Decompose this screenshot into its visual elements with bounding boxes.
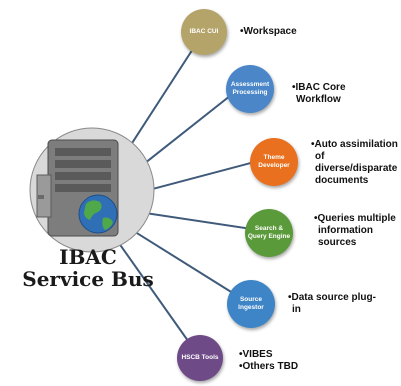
node-description: •Queries multiple information sources: [314, 213, 396, 249]
node-description: •Workspace: [240, 26, 297, 38]
hub-label-line1: IBAC: [59, 245, 117, 269]
description-line: sources: [318, 237, 357, 248]
description-line: diverse/disparate: [315, 163, 398, 174]
node-description: •Data source plug- in: [288, 292, 376, 316]
hub-label-line2: Service Bus: [22, 267, 154, 291]
description-line: information: [318, 225, 373, 236]
node-ibac-cui: IBAC CUI: [181, 9, 227, 55]
description-line: •Auto assimilation: [311, 139, 398, 150]
node-label: HSCB Tools: [181, 354, 219, 361]
node-theme-developer: Theme Developer: [250, 138, 298, 186]
node-label: Assessment Processing: [230, 81, 270, 96]
description-line: in: [292, 304, 301, 315]
description-line: •Workspace: [240, 26, 297, 37]
node-label: Source Ingestor: [238, 296, 264, 311]
description-line: •Others TBD: [239, 361, 299, 372]
node-hscb-tools: HSCB Tools: [177, 335, 223, 381]
node-description: •VIBES •Others TBD: [239, 349, 298, 373]
node-label: Theme Developer: [258, 154, 290, 169]
node-source-ingestor: Source Ingestor: [227, 280, 275, 328]
node-search-query-engine: Search & Query Engine: [245, 209, 293, 257]
description-line: •IBAC Core: [292, 82, 346, 93]
description-line: •Queries multiple: [314, 213, 396, 224]
hub-label: IBAC Service Bus: [0, 246, 176, 290]
node-assessment-processing: Assessment Processing: [226, 65, 274, 113]
description-line: of: [315, 151, 325, 162]
description-line: Workflow: [296, 94, 341, 105]
description-line: •Data source plug-: [288, 292, 376, 303]
server-globe-icon: [29, 127, 155, 253]
node-description: •Auto assimilation of diverse/disparate …: [311, 139, 398, 187]
node-label: IBAC CUI: [189, 28, 219, 35]
node-label: Search & Query Engine: [247, 225, 291, 240]
description-line: •VIBES: [239, 349, 273, 360]
node-description: •IBAC Core Workflow: [292, 82, 346, 106]
description-line: documents: [315, 175, 369, 186]
